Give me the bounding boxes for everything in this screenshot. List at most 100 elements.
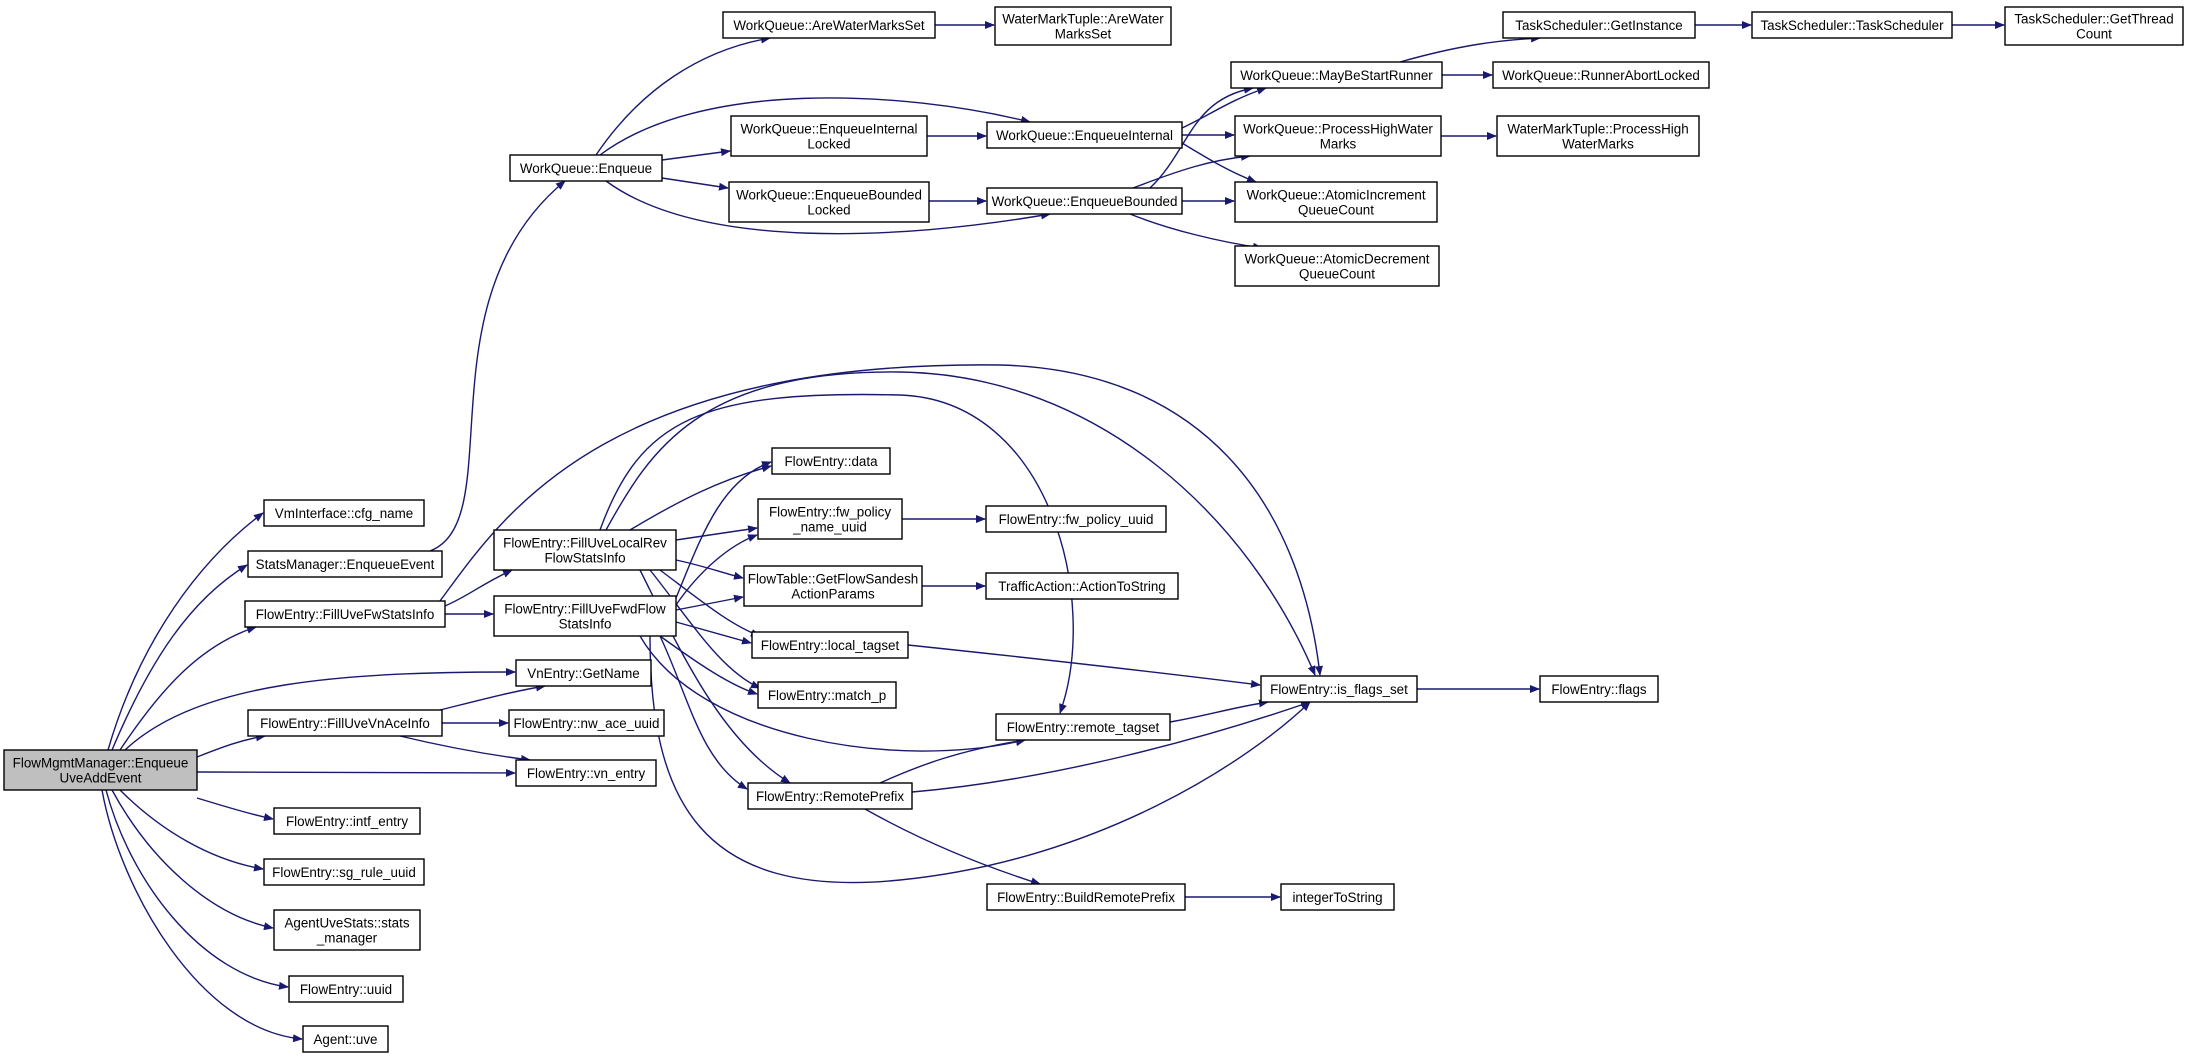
edge-enqueue_event-to-wq_enqueue bbox=[429, 180, 566, 552]
node-sg_rule[interactable]: FlowEntry::sg_rule_uuid bbox=[263, 858, 425, 886]
node-label: WorkQueue::EnqueueInternal bbox=[741, 122, 918, 137]
node-box bbox=[722, 11, 936, 39]
edge-local_rev-to-local_tagset bbox=[659, 569, 761, 637]
node-fw_policy_uuid[interactable]: FlowEntry::fw_policy_uuid bbox=[985, 505, 1167, 533]
node-label: WorkQueue::AtomicDecrement bbox=[1244, 252, 1429, 267]
node-build_remote_prefix[interactable]: FlowEntry::BuildRemotePrefix bbox=[986, 883, 1186, 911]
node-box bbox=[986, 187, 1183, 215]
node-label: TaskScheduler::GetInstance bbox=[1515, 18, 1682, 33]
node-box bbox=[743, 565, 923, 607]
node-agent_uve[interactable]: Agent::uve bbox=[302, 1025, 389, 1053]
node-box bbox=[985, 505, 1167, 533]
node-vn_entry[interactable]: FlowEntry::vn_entry bbox=[515, 759, 657, 787]
node-intf_entry[interactable]: FlowEntry::intf_entry bbox=[273, 807, 421, 835]
node-fw_policy_name[interactable]: FlowEntry::fw_policy_name_uuid bbox=[757, 498, 903, 540]
edge-fw_stats-to-local_rev bbox=[444, 569, 513, 607]
node-wq_maybe[interactable]: WorkQueue::MayBeStartRunner bbox=[1230, 61, 1443, 89]
edge-wq_internal-to-wq_atomic_inc bbox=[1181, 142, 1257, 183]
edge-local_tagset-to-is_flags_set bbox=[907, 644, 1261, 688]
node-label: WaterMarkTuple::ProcessHigh bbox=[1507, 122, 1688, 137]
edge-local_rev-to-sandesh bbox=[675, 559, 744, 580]
edge-wq_internal-to-wq_maybe bbox=[1181, 87, 1267, 129]
node-flags[interactable]: FlowEntry::flags bbox=[1539, 675, 1659, 703]
node-remote_tagset[interactable]: FlowEntry::remote_tagset bbox=[995, 713, 1171, 741]
node-vn_getname[interactable]: VnEntry::GetName bbox=[515, 659, 652, 687]
node-label: FlowEntry::nw_ace_uuid bbox=[514, 716, 660, 731]
node-wq_internal[interactable]: WorkQueue::EnqueueInternal bbox=[986, 121, 1183, 149]
node-ts_ctor[interactable]: TaskScheduler::TaskScheduler bbox=[1751, 11, 1953, 39]
node-label: Marks bbox=[1320, 137, 1357, 152]
node-label: FlowEntry::flags bbox=[1551, 682, 1647, 697]
node-box bbox=[1234, 245, 1440, 287]
edge-root-to-vn_entry bbox=[196, 768, 516, 777]
edge-wq_maybe-to-ts_getinstance bbox=[1399, 34, 1541, 63]
node-uuid[interactable]: FlowEntry::uuid bbox=[288, 975, 404, 1003]
edge-fwd_flow-to-remote_prefix bbox=[659, 635, 748, 790]
node-nw_ace_uuid[interactable]: FlowEntry::nw_ace_uuid bbox=[508, 709, 665, 737]
node-label: FlowEntry::FillUveFwdFlow bbox=[504, 602, 666, 617]
node-label: FlowEntry::data bbox=[784, 454, 878, 469]
edge-local_rev-to-is_flags_set bbox=[605, 371, 1316, 676]
node-box bbox=[247, 709, 443, 737]
node-label: FlowEntry::intf_entry bbox=[286, 814, 408, 829]
node-box bbox=[263, 858, 425, 886]
edge-local_rev-to-fe_data bbox=[629, 464, 772, 531]
edge-root-to-stats_mgr bbox=[111, 789, 274, 931]
node-cfg_name[interactable]: VmInterface::cfg_name bbox=[263, 499, 425, 527]
edge-wq_enqueue-to-wq_bounded bbox=[605, 180, 1051, 235]
node-int_to_string[interactable]: integerToString bbox=[1280, 883, 1395, 911]
node-match_p[interactable]: FlowEntry::match_p bbox=[757, 681, 897, 709]
node-wq_enqueue[interactable]: WorkQueue::Enqueue bbox=[509, 154, 663, 182]
node-box bbox=[1539, 675, 1659, 703]
edge-root-to-uuid bbox=[105, 789, 289, 990]
node-label: QueueCount bbox=[1299, 267, 1375, 282]
node-box bbox=[1260, 675, 1418, 703]
node-label: FlowEntry::FillUveVnAceInfo bbox=[260, 716, 430, 731]
node-wq_bounded[interactable]: WorkQueue::EnqueueBounded bbox=[986, 187, 1183, 215]
node-local_tagset[interactable]: FlowEntry::local_tagset bbox=[751, 631, 909, 659]
edge-vn_ace-to-vn_getname bbox=[439, 683, 546, 711]
node-fe_data[interactable]: FlowEntry::data bbox=[771, 447, 891, 475]
node-stats_mgr[interactable]: AgentUveStats::stats_manager bbox=[273, 909, 421, 951]
node-box bbox=[728, 181, 930, 223]
edge-remote_prefix-to-build_remote_prefix bbox=[864, 808, 1041, 886]
node-fw_stats[interactable]: FlowEntry::FillUveFwStatsInfo bbox=[244, 600, 446, 628]
node-label: _name_uuid bbox=[792, 520, 867, 535]
node-ts_getinstance[interactable]: TaskScheduler::GetInstance bbox=[1502, 11, 1696, 39]
node-label: Count bbox=[2076, 27, 2112, 42]
node-remote_prefix[interactable]: FlowEntry::RemotePrefix bbox=[747, 782, 913, 810]
node-box bbox=[3, 749, 198, 791]
edge-wq_enqueue-to-wq_internal_locked bbox=[661, 148, 731, 161]
node-vn_ace[interactable]: FlowEntry::FillUveVnAceInfo bbox=[247, 709, 443, 737]
edge-root-to-vn_getname bbox=[124, 668, 516, 751]
node-label: FlowStatsInfo bbox=[544, 551, 625, 566]
node-wq_arewater[interactable]: WorkQueue::AreWaterMarksSet bbox=[722, 11, 936, 39]
node-label: FlowEntry::is_flags_set bbox=[1270, 682, 1408, 697]
node-action_to_string[interactable]: TrafficAction::ActionToString bbox=[985, 572, 1179, 600]
node-enqueue_event[interactable]: StatsManager::EnqueueEvent bbox=[247, 550, 443, 578]
node-label: TrafficAction::ActionToString bbox=[998, 579, 1165, 594]
node-label: FlowMgmtManager::Enqueue bbox=[13, 756, 189, 771]
node-box bbox=[1496, 115, 1700, 157]
node-label: StatsManager::EnqueueEvent bbox=[256, 557, 435, 572]
node-label: FlowEntry::FillUveFwStatsInfo bbox=[256, 607, 435, 622]
node-wmt_arewater[interactable]: WaterMarkTuple::AreWaterMarksSet bbox=[994, 6, 1172, 46]
node-label: FlowEntry::vn_entry bbox=[527, 766, 646, 781]
node-box bbox=[985, 572, 1179, 600]
node-label: UveAddEvent bbox=[60, 771, 142, 786]
edge-wq_bounded-to-wq_phwm bbox=[1132, 152, 1251, 189]
node-is_flags_set[interactable]: FlowEntry::is_flags_set bbox=[1260, 675, 1418, 703]
node-wq_runner_abort[interactable]: WorkQueue::RunnerAbortLocked bbox=[1492, 61, 1710, 89]
